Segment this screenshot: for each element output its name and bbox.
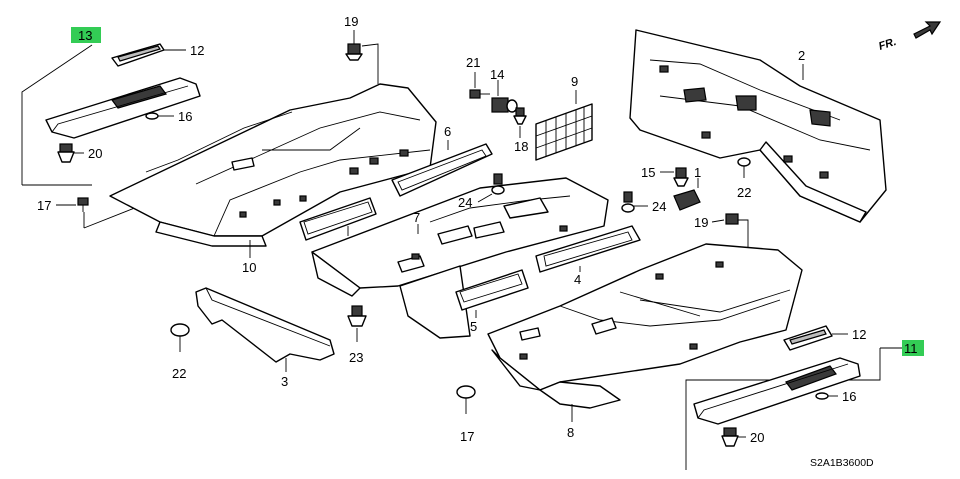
callout-13[interactable]: 13 bbox=[78, 28, 92, 43]
callout-15[interactable]: 15 bbox=[641, 165, 655, 180]
callout-19-top[interactable]: 19 bbox=[344, 14, 358, 29]
callout-21[interactable]: 21 bbox=[466, 55, 480, 70]
callout-7[interactable]: 7 bbox=[413, 210, 420, 225]
part-9-cargo-net[interactable] bbox=[535, 103, 593, 161]
callout-17-left[interactable]: 17 bbox=[37, 198, 51, 213]
part-5-insulator-lower[interactable] bbox=[455, 269, 529, 311]
part-17-clip-bottom[interactable] bbox=[456, 385, 476, 414]
part-8-front-floor-carpet[interactable] bbox=[487, 243, 803, 409]
callout-24-right[interactable]: 24 bbox=[652, 199, 666, 214]
callout-3[interactable]: 3 bbox=[281, 374, 288, 389]
part-16-clip-left[interactable] bbox=[145, 112, 159, 120]
part-22-clip-left[interactable] bbox=[170, 323, 190, 352]
part-19-clip-right[interactable] bbox=[725, 213, 739, 225]
part-5-insulator-upper[interactable] bbox=[299, 197, 377, 241]
part-3-bracket[interactable] bbox=[195, 287, 335, 363]
part-20-clip-right[interactable] bbox=[721, 427, 739, 447]
callout-12-right[interactable]: 12 bbox=[852, 327, 866, 342]
part-13-sill-garnish[interactable] bbox=[45, 77, 201, 139]
part-16-clip-right[interactable] bbox=[815, 392, 829, 400]
callout-12-left[interactable]: 12 bbox=[190, 43, 204, 58]
callout-9[interactable]: 9 bbox=[571, 74, 578, 89]
part-23-clip[interactable] bbox=[347, 305, 367, 327]
callout-6[interactable]: 6 bbox=[444, 124, 451, 139]
callout-20-right[interactable]: 20 bbox=[750, 430, 764, 445]
part-14-grommet[interactable] bbox=[491, 97, 518, 113]
part-10-rear-floor-carpet[interactable] bbox=[109, 83, 437, 247]
callout-24-left[interactable]: 24 bbox=[458, 195, 472, 210]
callout-4[interactable]: 4 bbox=[574, 272, 581, 287]
callout-20-left[interactable]: 20 bbox=[88, 146, 102, 161]
part-4-insulator[interactable] bbox=[535, 225, 641, 273]
callout-2[interactable]: 2 bbox=[798, 48, 805, 63]
callout-18[interactable]: 18 bbox=[514, 139, 528, 154]
part-1-hook[interactable] bbox=[673, 189, 701, 211]
callout-16-left[interactable]: 16 bbox=[178, 109, 192, 124]
callout-10[interactable]: 10 bbox=[242, 260, 256, 275]
part-11-sill-garnish[interactable] bbox=[693, 357, 861, 425]
part-12-step-plate-left[interactable] bbox=[111, 43, 165, 67]
direction-label: FR. bbox=[877, 36, 898, 53]
front-direction-arrow bbox=[913, 21, 942, 39]
callout-17-bottom[interactable]: 17 bbox=[460, 429, 474, 444]
callout-11[interactable]: 11 bbox=[904, 341, 918, 356]
part-18-clip[interactable] bbox=[513, 107, 527, 125]
part-15-clip[interactable] bbox=[673, 167, 689, 187]
part-20-clip-left[interactable] bbox=[57, 143, 75, 163]
callout-8[interactable]: 8 bbox=[567, 425, 574, 440]
part-22-clip-right[interactable] bbox=[737, 157, 751, 178]
callout-14[interactable]: 14 bbox=[490, 67, 504, 82]
callout-5-lower[interactable]: 5 bbox=[470, 319, 477, 334]
part-21-bolt[interactable] bbox=[469, 89, 490, 99]
part-7-front-center-carpet[interactable] bbox=[311, 177, 609, 339]
part-17-clip-left[interactable] bbox=[77, 197, 89, 212]
callout-22-left[interactable]: 22 bbox=[172, 366, 186, 381]
callout-16-right[interactable]: 16 bbox=[842, 389, 856, 404]
callout-1[interactable]: 1 bbox=[694, 165, 701, 180]
part-12-step-plate-right[interactable] bbox=[783, 325, 833, 351]
part-19-clip-top[interactable] bbox=[345, 43, 363, 61]
part-6-insulator[interactable] bbox=[391, 143, 493, 197]
part-24-clip-left[interactable] bbox=[491, 173, 505, 195]
callout-19-right[interactable]: 19 bbox=[694, 215, 708, 230]
callout-13-highlight bbox=[71, 27, 101, 43]
callout-23[interactable]: 23 bbox=[349, 350, 363, 365]
callout-22-right[interactable]: 22 bbox=[737, 185, 751, 200]
callout-11-highlight bbox=[902, 340, 924, 356]
group-13-frame bbox=[21, 44, 93, 186]
diagram-code: S2A1B3600D bbox=[810, 457, 874, 469]
part-2-dashboard-insulator[interactable] bbox=[629, 29, 887, 223]
part-24-clip-right[interactable] bbox=[621, 191, 635, 213]
